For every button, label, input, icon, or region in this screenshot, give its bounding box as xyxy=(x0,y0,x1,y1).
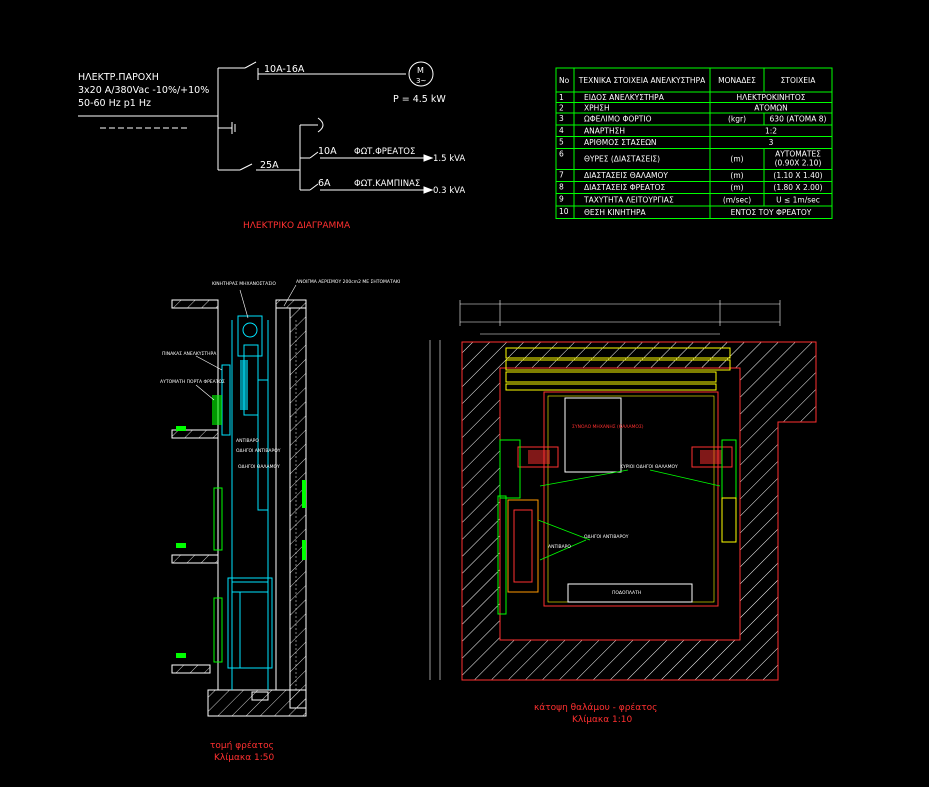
table-cell-unit: (m) xyxy=(730,171,743,180)
table-cell-value: U ≤ 1m/sec xyxy=(776,195,820,204)
table-cell-value: ΑΤΟΜΩΝ xyxy=(754,103,787,112)
supply-line-2: 3x20 A/380Vac -10%/+10% xyxy=(78,85,209,96)
table-cell-value: 3 xyxy=(769,138,774,147)
electrical-diagram xyxy=(78,61,434,194)
table-cell-no: 5 xyxy=(559,138,564,147)
table-cell-name: ΤΑΧΥΤΗΤΑ ΛΕΙΤΟΥΡΓΙΑΣ xyxy=(583,195,674,204)
table-cell-name: ΘΥΡΕΣ (ΔΙΑΣΤΑΣΕΙΣ) xyxy=(584,155,660,164)
motor-power-label: P = 4.5 kW xyxy=(393,94,446,105)
table-cell-name: ΔΙΑΣΤΑΣΕΙΣ ΦΡΕΑΤΟΣ xyxy=(584,183,666,192)
supply-line-3: 50-60 Hz p1 Hz xyxy=(78,98,151,109)
table-cell-value: ΑΥΤΟΜΑΤΕΣ xyxy=(775,150,821,159)
table-cell-name: ΩΦΕΛΙΜΟ ΦΟΡΤΙΟ xyxy=(584,115,652,124)
cabin-breaker-label: 6A xyxy=(318,178,331,189)
table-cell-value: ΗΛΕΚΤΡΟΚΙΝΗΤΟΣ xyxy=(736,93,805,102)
motor-symbol-top: M xyxy=(417,66,424,75)
cabin-light-label: ΦΩΤ.ΚΑΜΠΙΝΑΣ xyxy=(354,179,420,189)
table-cell-no: 2 xyxy=(559,104,564,113)
plan-view xyxy=(429,300,817,681)
table-cell-name: ΑΝΑΡΤΗΣΗ xyxy=(584,126,625,135)
electrical-text: ΗΛΕΚΤΡ.ΠΑΡΟΧΗ 3x20 A/380Vac -10%/+10% 50… xyxy=(78,64,465,231)
table-cell-value: (1.10 X 1.40) xyxy=(773,171,822,180)
section-label-counterweight: ΑΝΤΙΒΑΡΟ xyxy=(236,438,259,444)
table-cell-name: ΕΙΔΟΣ ΑΝΕΛΚΥΣΤΗΡΑ xyxy=(584,93,665,102)
table-cell-unit: (m) xyxy=(730,155,743,164)
table-cell-unit: (kgr) xyxy=(728,115,746,124)
table-cell-no: 1 xyxy=(559,93,564,102)
section-title: τομή φρέατος xyxy=(210,740,274,751)
table-header: ΜΟΝΑΔΕΣ xyxy=(718,76,756,85)
table-cell-no: 3 xyxy=(559,114,564,123)
table-header: ΣΤΟΙΧΕΙΑ xyxy=(781,76,817,85)
section-label-top: ΑΝΟΙΓΜΑ ΑΕΡΙΣΜΟΥ 200cm2 ΜΕ ΣΗΤΟΜΑΤΑΚΙ xyxy=(296,279,400,285)
plan-label-rails: ΚΥΡΙΟΙ ΟΔΗΓΟΙ ΘΑΛΑΜΟΥ xyxy=(620,464,678,470)
table-cell-name: ΔΙΑΣΤΑΣΕΙΣ ΘΑΛΑΜΟΥ xyxy=(584,171,668,180)
plan-scale: Κλίμακα 1:10 xyxy=(572,715,633,725)
shaft-section-text: ΚΙΝΗΤΗΡΑΣ ΜΗΧΑΝΟΣΤΑΣΙΟ ΑΝΟΙΓΜΑ ΑΕΡΙΣΜΟΥ … xyxy=(160,279,400,763)
section-label-rails: ΟΔΗΓΟΙ ΑΝΤΙΒΑΡΟΥ xyxy=(236,448,281,454)
table-cell-no: 4 xyxy=(559,126,564,135)
plan-label-cw-rails: ΟΔΗΓΟΙ ΑΝΤΙΒΑΡΟΥ xyxy=(584,534,629,540)
table-cell-name: ΑΡΙΘΜΟΣ ΣΤΑΣΕΩΝ xyxy=(584,138,657,147)
table-cell-no: 7 xyxy=(559,171,564,180)
shaft-section xyxy=(171,284,307,717)
table-cell-no: 8 xyxy=(559,183,564,192)
plan-label-panel: ΣΥΝΟΛΟ ΜΗΧΑΝΗΣ (ΘΑΛΑΜΟΣ) xyxy=(572,424,644,430)
table-cell-value: 630 (ΑΤΟΜΑ 8) xyxy=(770,115,827,124)
shaft-light-label: ΦΩΤ.ΦΡΕΑΤΟΣ xyxy=(354,147,415,157)
table-cell-unit: (m) xyxy=(730,183,743,192)
shaft-light-power: 1.5 kVA xyxy=(433,154,465,164)
supply-line-1: ΗΛΕΚΤΡ.ΠΑΡΟΧΗ xyxy=(78,72,159,83)
section-scale: Κλίμακα 1:50 xyxy=(214,753,275,763)
section-label-motor: ΚΙΝΗΤΗΡΑΣ ΜΗΧΑΝΟΣΤΑΣΙΟ xyxy=(212,281,276,287)
plan-label-cw: ΑΝΤΙΒΑΡΟ xyxy=(548,544,571,550)
table-header: ΤΕΧΝΙΚΑ ΣΤΟΙΧΕΙΑ ΑΝΕΛΚΥΣΤΗΡΑ xyxy=(578,76,706,85)
electrical-title: ΗΛΕΚΤΡΙΚΟ ΔΙΑΓΡΑΜΜΑ xyxy=(243,221,351,231)
table-cell-no: 6 xyxy=(559,150,564,159)
table-cell-no: 9 xyxy=(559,195,564,204)
table-cell-name: ΧΡΗΣΗ xyxy=(584,103,610,112)
table-cell-value: ΕΝΤΟΣ ΤΟΥ ΦΡΕΑΤΟΥ xyxy=(731,208,812,217)
shaft-breaker-label: 10A xyxy=(318,146,337,157)
plan-label-floor: ΠΟΔΟΠΛΑΤΗ xyxy=(612,590,641,596)
specs-table: No ΤΕΧΝΙΚΑ ΣΤΟΙΧΕΙΑ ΑΝΕΛΚΥΣΤΗΡΑ ΜΟΝΑΔΕΣ ΣΤΟ… xyxy=(555,67,833,219)
table-cell-value: 1:2 xyxy=(765,126,777,135)
plan-text: ΣΥΝΟΛΟ ΜΗΧΑΝΗΣ (ΘΑΛΑΜΟΣ) ΚΥΡΙΟΙ ΟΔΗΓΟΙ Θ… xyxy=(534,424,678,725)
cabin-light-power: 0.3 kVA xyxy=(433,186,465,196)
motor-breaker-label: 10A-16A xyxy=(264,64,305,75)
plan-title: κάτοψη θαλάμου - φρέατος xyxy=(534,702,657,713)
section-label-panel: ΠΙΝΑΚΑΣ ΑΝΕΛΚΥΣΤΗΡΑ xyxy=(162,351,217,357)
table-cell-unit: (m/sec) xyxy=(723,195,751,204)
table-cell-no: 10 xyxy=(559,207,569,216)
branch-breaker-label: 25A xyxy=(260,160,279,171)
section-label-cabin: ΟΔΗΓΟΙ ΘΑΛΑΜΟΥ xyxy=(238,464,280,470)
table-cell-name: ΘΕΣΗ ΚΙΝΗΤΗΡΑ xyxy=(584,208,647,217)
section-label-door: ΑΥΤΟΜΑΤΗ ΠΟΡΤΑ ΦΡΕΑΤΟΣ xyxy=(160,379,225,385)
table-header: No xyxy=(559,76,570,85)
table-cell-value: (1.80 X 2.00) xyxy=(773,183,822,192)
table-cell-value-2: (0.90X 2.10) xyxy=(775,159,822,168)
motor-symbol-bottom: 3~ xyxy=(416,77,426,85)
